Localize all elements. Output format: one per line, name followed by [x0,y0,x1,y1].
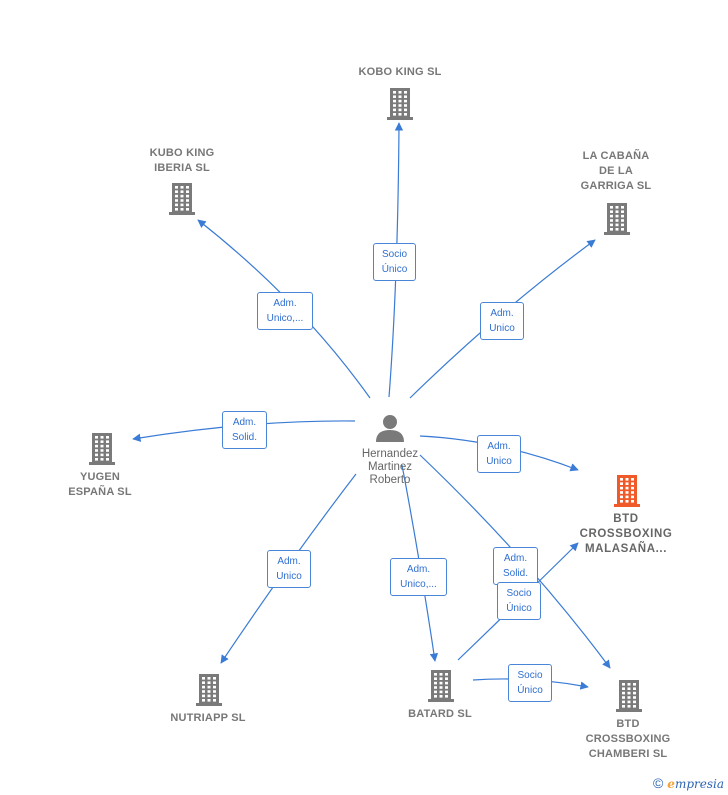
edge-label-line: Único [381,264,408,275]
node-label: Hernandez Martinez Roberto [330,448,450,487]
node-label: YUGEN ESPAÑA SL [30,470,170,500]
label-line: KUBO KING [149,147,215,159]
edge-label-line: Unico,... [266,313,304,324]
edge-label-malasana[interactable]: Adm. Unico [477,435,521,473]
node-label: NUTRIAPP SL [138,711,278,726]
edge-label-line: Unico [489,323,515,334]
edge-label-line: Solid. [231,432,257,443]
node-kobo[interactable]: KOBO KING SL [330,60,470,126]
node-chamberi[interactable]: BTD CROSSBOXING CHAMBERI SL [558,677,698,765]
edge-label-line: Adm. [277,556,301,567]
edge-label-line: Socio [506,588,532,599]
building-icon [614,475,640,507]
edge-label-line: Adm. [406,564,431,575]
node-yugen[interactable]: YUGEN ESPAÑA SL [30,430,170,502]
label-line: BATARD SL [408,708,472,720]
building-icon [604,203,630,235]
edge-label-line: Único [517,685,543,696]
label-line: NUTRIAPP SL [170,712,246,724]
building-icon [428,670,454,702]
edge-label-line: Unico [276,571,302,582]
building-icon [616,680,642,712]
node-label: BATARD SL [370,707,510,722]
edge-label-line: Adm. [490,308,514,319]
edge-label-line: Adm. [487,441,511,452]
edge-label-line: Único [506,603,532,614]
edge-label-kobo[interactable]: Socio Único [373,243,416,281]
building-icon [387,88,413,120]
edge-label-line: Unico [486,456,512,467]
label-line: DE LA [599,165,633,177]
label-line: Roberto [369,474,411,486]
edge-label-line: Adm. [273,298,297,309]
label-line: IBERIA SL [154,162,210,174]
node-kubo[interactable]: KUBO KING IBERIA SL [112,145,252,219]
brand-rest: mpresia [674,777,724,791]
edge-label-batard-malasana[interactable]: Socio Único [497,582,541,620]
brand-initial: e [667,777,675,791]
node-label: KOBO KING SL [330,65,470,80]
copyright: ©empresia [653,775,724,791]
label-line: BTD [613,513,639,525]
node-label: LA CABAÑA DE LA GARRIGA SL [546,149,686,194]
edge-label-kubo[interactable]: Adm. Unico,... [257,292,313,330]
label-line: ESPAÑA SL [68,486,132,498]
person-icon [376,415,404,442]
node-malasana[interactable]: BTD CROSSBOXING MALASAÑA... [556,472,696,562]
label-line: CHAMBERI SL [588,748,668,760]
edge-label-line: Solid. [502,568,528,579]
label-line: YUGEN [79,471,121,483]
edge-label-line: Unico,... [400,579,437,590]
edge-label-batard[interactable]: Adm. Unico,... [390,558,447,596]
label-line: Hernandez [361,448,419,460]
label-line: KOBO KING SL [358,66,442,78]
building-icon [169,183,195,215]
edge-label-nutriapp[interactable]: Adm. Unico [267,550,311,588]
node-nutriapp[interactable]: NUTRIAPP SL [138,671,278,729]
node-label: KUBO KING IBERIA SL [112,146,252,176]
node-cabana[interactable]: LA CABAÑA DE LA GARRIGA SL [546,148,686,238]
edge-label-line: Socio [517,670,543,681]
edge-label-line: Adm. [232,417,257,428]
label-line: CROSSBOXING [579,528,673,540]
label-line: GARRIGA SL [580,180,652,192]
node-label: BTD CROSSBOXING CHAMBERI SL [558,717,698,762]
edge-label-yugen[interactable]: Adm. Solid. [222,411,267,449]
brand-logo: empresia [667,777,724,791]
edge-label-line: Socio [381,249,407,260]
node-person[interactable]: Hernandez Martinez Roberto [330,412,450,494]
node-label: BTD CROSSBOXING MALASAÑA... [556,512,696,557]
edge-label-cabana[interactable]: Adm. Unico [480,302,524,340]
edge-label-batard-chamberi[interactable]: Socio Único [508,664,552,702]
label-line: BTD [616,718,640,730]
label-line: MALASAÑA... [585,543,667,555]
label-line: Martinez [367,461,413,473]
edge-label-line: Adm. [503,553,528,564]
node-batard[interactable]: BATARD SL [370,667,510,725]
label-line: LA CABAÑA [582,150,650,162]
copyright-symbol: © [652,775,664,791]
edge-label-chamberi[interactable]: Adm. Solid. [493,547,538,585]
building-icon [89,433,115,465]
label-line: CROSSBOXING [585,733,671,745]
building-icon [196,674,222,706]
